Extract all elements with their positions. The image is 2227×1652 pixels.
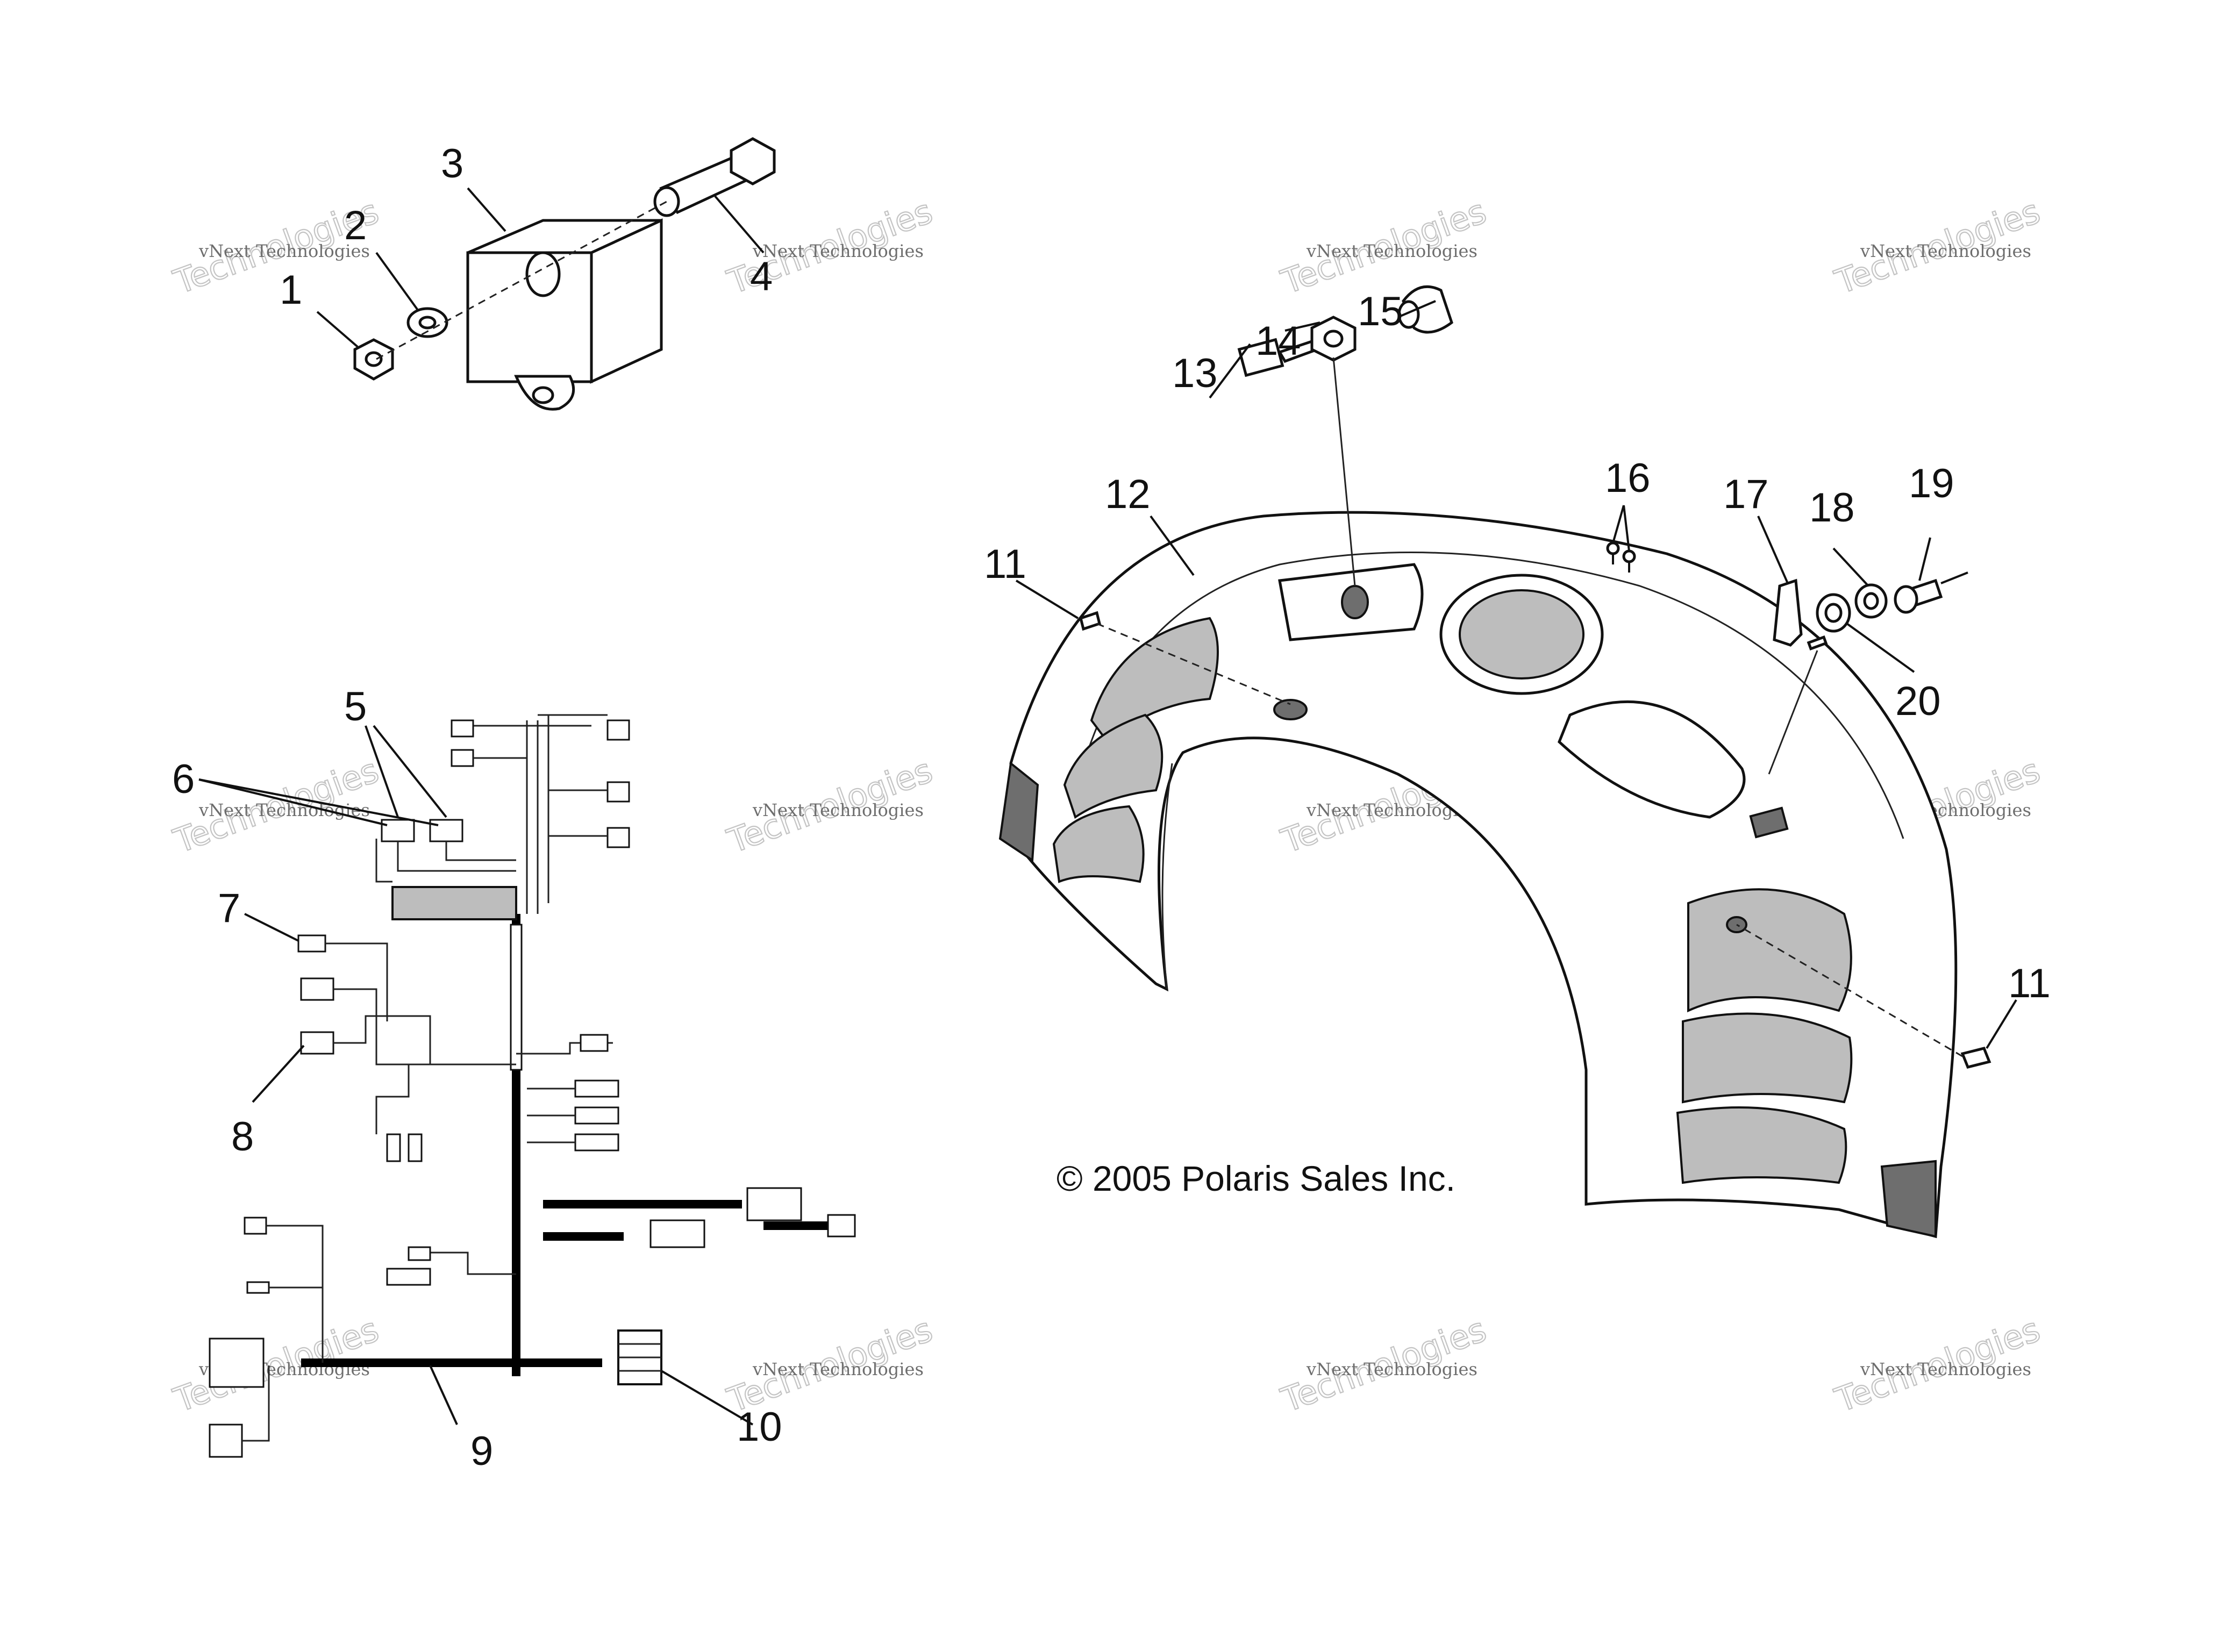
- connector: [606, 781, 630, 803]
- watermark-text: vNext Technologies: [1860, 241, 2031, 261]
- connector: [606, 719, 630, 741]
- watermark-text: vNext Technologies: [198, 241, 370, 261]
- callout-9: 9: [470, 1428, 493, 1474]
- connector-block: [381, 819, 415, 842]
- module-assembly: 1 2 3 4: [280, 137, 776, 411]
- connector: [300, 1031, 334, 1055]
- connector: [408, 1133, 423, 1162]
- connector: [386, 1133, 401, 1162]
- callout-17: 17: [1723, 471, 1769, 517]
- watermark-text: vNext Technologies: [198, 800, 370, 820]
- callout-19: 19: [1909, 461, 1954, 506]
- connector: [451, 749, 474, 767]
- wiring-harness: 5 6 7 8 9 10: [172, 684, 856, 1474]
- callout-4: 4: [750, 254, 773, 299]
- callout-2: 2: [344, 203, 367, 248]
- hood-flap-left: [998, 761, 1039, 862]
- connector: [300, 977, 334, 1001]
- callout-14: 14: [1255, 318, 1301, 364]
- connector: [451, 719, 474, 738]
- vent: [1090, 617, 1219, 743]
- callout-15: 15: [1358, 289, 1403, 334]
- connector: [574, 1133, 619, 1152]
- lever-17: [1773, 578, 1803, 647]
- connector: [580, 1034, 609, 1052]
- connector-block: [429, 819, 463, 842]
- connector: [606, 827, 630, 848]
- callout-8: 8: [231, 1114, 254, 1160]
- harness-shield: [391, 886, 517, 920]
- connector: [408, 1246, 431, 1261]
- callout-5: 5: [344, 684, 367, 730]
- connector: [649, 1219, 705, 1248]
- watermark-text: vNext Technologies: [1860, 1359, 2031, 1379]
- copyright-notice: © 2005 Polaris Sales Inc.: [1057, 1158, 1455, 1198]
- screw-11-left: [1079, 611, 1101, 631]
- vent: [1682, 1012, 1853, 1104]
- pin: [1807, 635, 1828, 650]
- console-recess: [1558, 700, 1746, 819]
- callout-1: 1: [280, 267, 302, 313]
- connector: [746, 1187, 802, 1221]
- connector: [244, 1217, 267, 1235]
- callout-12: 12: [1105, 471, 1151, 517]
- ignition-hole: [1341, 585, 1369, 619]
- harness-sleeve: [510, 924, 523, 1071]
- label: [1749, 806, 1789, 839]
- vent: [1676, 1106, 1847, 1184]
- screw-11-right: [1960, 1047, 1992, 1069]
- callout-16: 16: [1605, 455, 1651, 501]
- watermark-text: vNext Technologies: [1306, 1359, 1477, 1379]
- callout-3: 3: [441, 141, 463, 187]
- connector: [574, 1106, 619, 1125]
- connector: [574, 1079, 619, 1098]
- hood-assembly: 11 12 13 14 15 16 17 18 19 20 11: [984, 285, 2051, 1239]
- callout-6: 6: [172, 756, 195, 802]
- watermark-text: vNext Technologies: [752, 800, 924, 820]
- watermark-text: vNext Technologies: [752, 241, 924, 261]
- watermark-text: vNext Technologies: [1306, 241, 1477, 261]
- watermark-text: vNext Technologies: [752, 1359, 924, 1379]
- hood-flap-right: [1880, 1160, 1937, 1238]
- vent: [1063, 713, 1164, 819]
- vent: [1052, 805, 1145, 883]
- connector: [209, 1424, 243, 1458]
- callout-10: 10: [737, 1404, 782, 1450]
- callout-11-left: 11: [984, 541, 1026, 587]
- connector: [827, 1214, 856, 1238]
- bolt-head: [730, 137, 776, 185]
- callout-11-right: 11: [2008, 961, 2051, 1006]
- callout-20: 20: [1895, 678, 1941, 724]
- connector: [297, 934, 326, 953]
- callout-13: 13: [1172, 351, 1218, 396]
- vent: [1687, 888, 1852, 1013]
- callout-18: 18: [1809, 485, 1855, 531]
- connector: [386, 1268, 431, 1286]
- cdi-mount-ear-top: [525, 251, 561, 297]
- connector: [209, 1338, 265, 1388]
- callout-7: 7: [218, 885, 240, 931]
- connector: [246, 1281, 270, 1294]
